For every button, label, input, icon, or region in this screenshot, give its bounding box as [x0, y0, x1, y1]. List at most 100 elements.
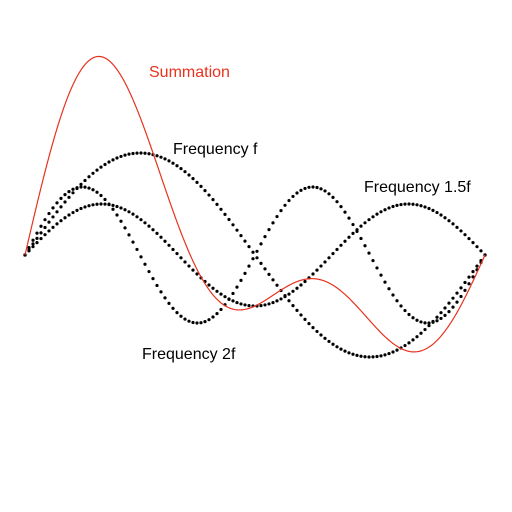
frequency-2f-dot: [91, 188, 95, 192]
frequency-f-dot: [175, 164, 179, 168]
frequency-1-5f-dot: [395, 203, 399, 207]
frequency-1-5f-dot: [363, 221, 367, 225]
frequency-f-dot: [311, 326, 315, 330]
frequency-f-dot: [415, 335, 419, 339]
frequency-f-dot: [455, 291, 459, 295]
frequency-1-5f-dot: [175, 252, 179, 256]
frequency-f-dot: [291, 304, 295, 308]
frequency-2f-dot: [83, 185, 87, 189]
frequency-2f-dot: [371, 258, 375, 263]
frequency-1-5f-dot: [131, 212, 135, 216]
frequency-1-5f-dot: [39, 236, 43, 241]
frequency-2f-dot: [47, 211, 51, 216]
frequency-1-5f-dot: [115, 204, 119, 209]
frequency-2f-dot: [275, 214, 279, 219]
frequency-f-dot: [463, 280, 467, 285]
frequency-f-dot: [319, 333, 323, 337]
frequency-2f-dot: [195, 321, 199, 325]
frequency-1-5f-dot: [43, 233, 47, 237]
frequency-f-dot: [359, 354, 363, 358]
frequency-1-5f-dot: [303, 279, 307, 284]
frequency-f-label: Frequency f: [173, 141, 258, 158]
frequency-1-5f-dot: [143, 221, 147, 225]
frequency-2f-dot: [363, 244, 367, 248]
frequency-1-5f-dot: [471, 240, 475, 245]
frequency-f-dot: [335, 345, 339, 349]
frequency-2f-dot: [51, 206, 55, 210]
frequency-f-wave: [23, 151, 487, 359]
frequency-f-dot: [183, 170, 187, 174]
frequency-2f-dot: [107, 202, 111, 206]
frequency-1-5f-dot: [95, 202, 99, 206]
frequency-2f-dot: [163, 296, 167, 300]
frequency-2f-dot: [311, 185, 315, 189]
frequency-1-5f-wave: [23, 202, 487, 308]
frequency-1-5f-dot: [259, 304, 263, 308]
frequency-f-dot: [127, 152, 131, 156]
frequency-2f-dot: [203, 319, 207, 324]
frequency-1-5f-dot: [159, 235, 163, 239]
frequency-2f-dot: [391, 293, 395, 297]
frequency-1-5f-dot: [295, 286, 299, 290]
frequency-2f-dot: [151, 277, 155, 281]
frequency-2f-dot: [43, 218, 47, 222]
frequency-f-dot: [307, 322, 311, 326]
frequency-f-dot: [159, 155, 163, 159]
frequency-f-dot: [355, 353, 359, 357]
frequency-2f-dot: [111, 207, 115, 211]
frequency-f-dot: [211, 198, 215, 202]
frequency-1-5f-dot: [339, 243, 343, 247]
frequency-f-dot: [203, 189, 207, 193]
frequency-1-5f-dot: [283, 295, 287, 299]
frequency-f-dot: [223, 212, 227, 216]
frequency-f-dot: [371, 355, 375, 359]
frequency-2f-dot: [119, 219, 123, 223]
frequency-1-5f-dot: [343, 239, 347, 243]
frequency-f-dot: [247, 245, 251, 249]
frequency-f-dot: [375, 354, 379, 359]
frequency-f-dot: [411, 338, 415, 342]
frequency-2f-dot: [75, 186, 79, 190]
frequency-f-dot: [51, 215, 55, 219]
frequency-f-dot: [83, 178, 87, 183]
frequency-f-dot: [343, 349, 347, 353]
frequency-1-5f-dot: [167, 243, 171, 247]
frequency-1-5f-dot: [111, 203, 115, 207]
frequency-1-5f-dot: [119, 206, 123, 210]
frequency-1-5f-dot: [263, 303, 267, 307]
frequency-f-dot: [135, 151, 139, 155]
frequency-1-5f-dot: [311, 272, 315, 276]
frequency-1-5f-dot: [379, 210, 383, 214]
frequency-f-dot: [107, 160, 111, 164]
frequency-1-5f-dot: [79, 206, 83, 211]
frequency-f-dot: [419, 331, 423, 335]
frequency-1-5f-dot: [151, 228, 155, 232]
frequency-2f-dot: [131, 240, 135, 244]
frequency-2f-dot: [147, 269, 151, 274]
frequency-2f-dot: [39, 224, 43, 228]
frequency-2f-dot: [383, 280, 387, 284]
frequency-2f-dot: [315, 185, 319, 190]
frequency-2f-dot: [423, 321, 427, 325]
frequency-2f-dot: [323, 189, 327, 193]
frequency-1-5f-dot: [35, 240, 39, 245]
frequency-2f-dot: [123, 226, 127, 230]
frequency-2f-dot: [415, 318, 419, 322]
frequency-1-5f-dot: [291, 289, 295, 293]
frequency-f-dot: [435, 315, 439, 319]
frequency-1-5f-dot: [387, 206, 391, 210]
frequency-1-5f-dot: [183, 260, 187, 264]
frequency-f-dot: [187, 173, 191, 177]
frequency-1-5f-dot: [187, 264, 191, 268]
frequency-1-5f-dot: [315, 268, 319, 272]
frequency-2f-dot: [395, 299, 399, 303]
frequency-1-5f-dot: [323, 260, 327, 264]
frequency-2f-dot: [303, 186, 307, 191]
frequency-2f-dot: [199, 321, 203, 325]
frequency-2f-dot: [331, 195, 335, 199]
frequency-f-dot: [347, 351, 351, 355]
frequency-1-5f-dot: [235, 300, 239, 305]
frequency-2f-dot: [35, 231, 39, 235]
frequency-1-5f-dot: [75, 208, 79, 212]
frequency-1-5f-dot: [455, 225, 459, 229]
